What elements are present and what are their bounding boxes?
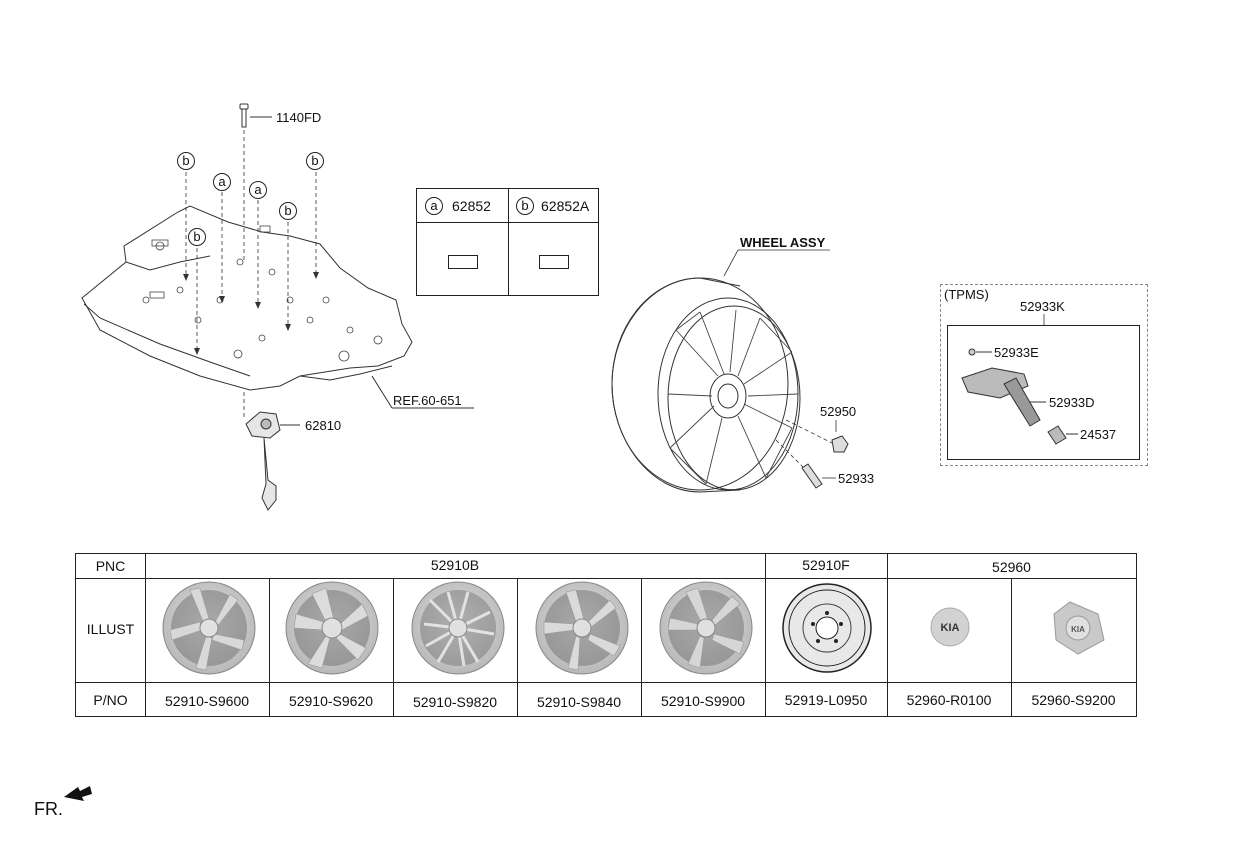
wheel-illust-s9820 <box>411 581 505 675</box>
pno-4: 52910-S9840 <box>536 694 622 710</box>
marker-key-table: a 62852 b 62852A <box>416 188 599 296</box>
row-label-pno: P/NO <box>93 692 128 708</box>
svg-text:KIA: KIA <box>1071 625 1085 634</box>
parts-table: PNC ILLUST P/NO 52910B 52910F 52960 5291… <box>75 553 1137 717</box>
wheel-illust-s9900 <box>659 581 753 675</box>
pno-2: 52910-S9620 <box>288 693 374 709</box>
group-52960: 52960 <box>992 559 1031 575</box>
pno-6: 52919-L0950 <box>784 692 868 708</box>
row-label-pnc: PNC <box>95 558 126 574</box>
bolt-label: 1140FD <box>276 110 322 125</box>
leader-lines <box>185 130 317 420</box>
lug-nut <box>831 435 849 453</box>
valve-label: 52933 <box>838 471 875 486</box>
floor-panel <box>81 205 413 391</box>
pno-5: 52910-S9900 <box>660 693 746 709</box>
tpms-sensor-label: 52933D <box>1049 395 1095 410</box>
marker-b-1: b <box>177 152 195 170</box>
nut-label: 52950 <box>820 404 857 419</box>
pno-3: 52910-S9820 <box>412 694 498 710</box>
bolt-1140fd <box>239 103 272 128</box>
ref-leader <box>371 375 474 409</box>
pno-1: 52910-S9600 <box>164 693 250 709</box>
wheel-spokes <box>667 309 799 485</box>
key-marker-b: b <box>516 197 534 215</box>
pno-8: 52960-S9200 <box>1031 692 1116 708</box>
wheel-illust-s9600 <box>162 581 256 675</box>
tpms-cap <box>1047 425 1078 445</box>
center-cap-s9200: KIA <box>1053 601 1105 655</box>
wheel-leaders <box>723 249 837 479</box>
tpms-kit-box <box>947 325 1140 460</box>
wheel-illust-s9620 <box>285 581 379 675</box>
center-cap-r0100: KIA <box>930 607 970 647</box>
tpms-kit-label: 52933K <box>1020 299 1065 314</box>
ref-label: REF.60-651 <box>393 393 462 408</box>
marker-a-2: a <box>249 181 267 199</box>
arrow-heads <box>183 272 319 355</box>
spare-tire-winch <box>245 411 300 511</box>
tpms-group <box>940 284 1148 466</box>
key-b-part: 62852A <box>541 198 590 214</box>
key-a-part: 62852 <box>452 198 491 214</box>
svg-text:KIA: KIA <box>941 622 960 634</box>
wheel-illust-s9840 <box>535 581 629 675</box>
tpms-screw-label: 52933E <box>994 345 1039 360</box>
plug-a-swatch <box>448 255 478 269</box>
valve-stem <box>801 463 823 489</box>
tpms-cap-label: 24537 <box>1080 427 1117 442</box>
tpms-title: (TPMS) <box>944 287 989 302</box>
wheel-illust-spare <box>782 583 872 673</box>
marker-a-1: a <box>213 173 231 191</box>
marker-b-2: b <box>279 202 297 220</box>
group-52910b: 52910B <box>430 557 480 573</box>
marker-b-3: b <box>306 152 324 170</box>
row-label-illust: ILLUST <box>86 621 135 637</box>
front-label: FR. <box>34 799 63 819</box>
winch-label: 62810 <box>305 418 342 433</box>
tpms-sensor <box>961 367 1046 427</box>
wheel <box>611 277 801 493</box>
marker-b-4: b <box>188 228 206 246</box>
group-52910f: 52910F <box>802 557 850 573</box>
key-marker-a: a <box>425 197 443 215</box>
plug-b-swatch <box>539 255 569 269</box>
pno-7: 52960-R0100 <box>906 692 992 708</box>
tpms-screw <box>968 348 992 356</box>
wheel-assy-label: WHEEL ASSY <box>740 235 826 250</box>
